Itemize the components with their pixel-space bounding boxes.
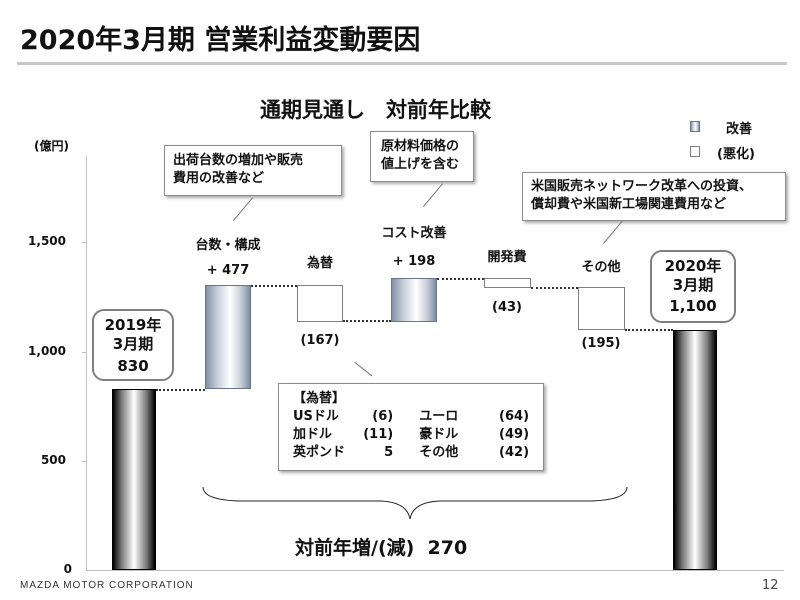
- value-label-cost: + 198: [392, 254, 436, 269]
- y-tickmark: [82, 242, 87, 243]
- value-label-other: (195): [581, 336, 621, 351]
- callout-volume: 出荷台数の増加や販売 費用の改善など: [164, 145, 342, 196]
- chart-subtitle: 通期見通し 対前年比較: [260, 98, 491, 122]
- value-label-exchange: (167): [300, 333, 340, 348]
- value-label-volume-mix: + 477: [206, 263, 250, 278]
- connector-line: [343, 320, 391, 322]
- bar-exchange: [297, 285, 343, 322]
- total-fy2019-period: 3月期: [112, 335, 154, 353]
- total-fy2019-value: 830: [117, 357, 149, 375]
- slide-title: 2020年3月期 営業利益変動要因: [20, 25, 421, 56]
- connector-line: [251, 285, 297, 287]
- y-tick-500: 500: [40, 453, 66, 467]
- page-number: 12: [762, 578, 779, 593]
- bar-other: [578, 287, 625, 330]
- callout-pointer: [232, 197, 253, 221]
- fx-row: 英ポンド 5 その他 (42): [293, 445, 530, 460]
- category-label-rnd: 開発費: [487, 250, 527, 265]
- y-axis-unit: (億円): [34, 139, 69, 153]
- legend-deterioration-swatch: [690, 146, 700, 157]
- brace-icon: [202, 486, 628, 520]
- total-fy2020-value: 1,100: [669, 297, 717, 315]
- bar-volume-mix: [205, 285, 251, 389]
- fx-header: 【為替】: [293, 391, 346, 406]
- total-fy2019-year: 2019年: [104, 316, 162, 334]
- total-fy2020-year: 2020年: [664, 257, 722, 275]
- connector-line: [625, 329, 673, 331]
- title-divider: [17, 62, 787, 65]
- legend-improvement-swatch: [690, 121, 700, 132]
- fx-breakdown-box: 【為替】 USドル (6) ユーロ (64) 加ドル (11) 豪ドル (49)…: [278, 383, 544, 471]
- bar-fy2020: [673, 330, 717, 570]
- callout-cost: 原材料価格の 値上げを含む: [370, 131, 474, 182]
- callout-pointer: [602, 220, 623, 244]
- connector-line: [437, 278, 484, 280]
- company-footer: MAZDA MOTOR CORPORATION: [20, 580, 194, 591]
- bar-rnd: [484, 278, 531, 288]
- callout-other: 米国販売ネットワーク改革への投資、 償却費や米国新工場関連費用など: [522, 172, 786, 221]
- fx-row: 加ドル (11) 豪ドル (49): [293, 427, 530, 442]
- callout-pointer: [354, 362, 373, 377]
- category-label-exchange: 為替: [306, 256, 333, 271]
- bar-cost-improvement: [391, 278, 437, 322]
- bar-fy2019: [112, 389, 156, 570]
- total-box-fy2020: 2020年 3月期 1,100: [650, 250, 736, 323]
- y-axis-line: [86, 156, 87, 571]
- total-fy2020-period: 3月期: [672, 276, 714, 294]
- connector-line: [531, 287, 578, 289]
- category-label-other: その他: [581, 260, 621, 275]
- y-tickmark: [82, 461, 87, 462]
- legend-deterioration-label: (悪化): [717, 147, 755, 162]
- value-label-rnd: (43): [492, 300, 522, 315]
- callout-pointer: [422, 183, 443, 207]
- category-label-volume-mix: 台数・構成: [195, 238, 261, 253]
- y-tick-1500: 1,500: [28, 234, 66, 248]
- total-box-fy2019: 2019年 3月期 830: [92, 309, 174, 381]
- fx-row: USドル (6) ユーロ (64): [293, 409, 530, 424]
- connector-line: [156, 389, 205, 391]
- x-axis-line: [86, 570, 784, 571]
- y-tick-0: 0: [63, 562, 72, 576]
- legend-improvement-label: 改善: [726, 122, 753, 137]
- category-label-cost: コスト改善: [381, 226, 447, 241]
- yoy-change-summary: 対前年増/(減) 270: [295, 537, 468, 559]
- y-tickmark: [82, 352, 87, 353]
- y-tick-1000: 1,000: [28, 344, 66, 358]
